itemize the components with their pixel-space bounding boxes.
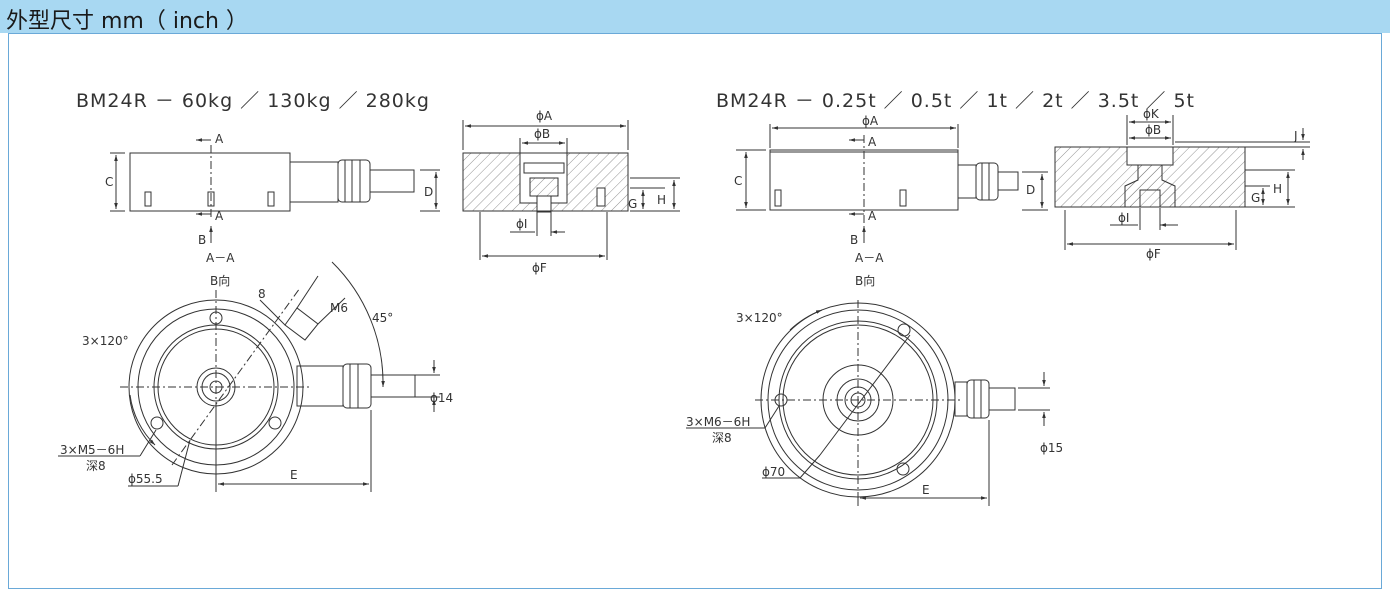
left-tap-depth: 深8 — [86, 459, 106, 473]
left-dim-g: G — [628, 197, 637, 211]
left-dim-e: E — [290, 468, 298, 482]
left-view-b-dir: B向 — [210, 273, 230, 288]
right-dim-phi70: ϕ70 — [762, 465, 785, 479]
right-bolt-circle: 3×120° — [736, 311, 783, 325]
section-header: 外型尺寸 mm（ inch ） — [0, 0, 1390, 34]
left-dim-phi-f: ϕF — [532, 261, 547, 275]
right-dim-phi-k: ϕK — [1143, 107, 1160, 121]
right-drawing-title: BM24R － 0.25t ／ 0.5t ／ 1t ／ 2t ／ 3.5t ／ … — [716, 90, 1195, 112]
right-dim-d: D — [1026, 183, 1035, 197]
right-dim-phi-f: ϕF — [1146, 247, 1161, 261]
drawing-panel — [8, 33, 1382, 589]
left-tap-holes: 3×M5－6H — [60, 443, 124, 457]
right-section-mark-bottom: A — [868, 209, 877, 223]
right-dim-h: H — [1273, 182, 1282, 196]
right-dim-g: G — [1251, 191, 1260, 205]
right-dim-phi-b: ϕB — [1145, 123, 1161, 137]
right-side-view — [736, 124, 1048, 243]
left-dim-d: D — [424, 185, 433, 199]
right-dim-c: C — [734, 174, 742, 188]
left-dim-c: C — [105, 175, 113, 189]
left-section-mark-top: A — [215, 132, 224, 146]
right-view-b-label: B — [850, 233, 858, 247]
right-dim-phi15: ϕ15 — [1040, 441, 1063, 455]
left-bottom-view — [58, 261, 440, 492]
left-dim-phi-i: ϕI — [516, 217, 527, 231]
right-section-view — [1054, 115, 1310, 250]
right-tap-depth: 深8 — [712, 431, 732, 445]
left-dim-phi555: ϕ55.5 — [128, 472, 163, 486]
left-dim-h: H — [657, 193, 666, 207]
left-angle-45: 45° — [372, 311, 393, 325]
left-dim-m6: M6 — [330, 301, 348, 315]
right-tap-holes: 3×M6－6H — [686, 415, 750, 429]
left-dim-phi-a: ϕA — [536, 109, 553, 123]
left-dim-phi-b: ϕB — [534, 127, 550, 141]
left-bolt-circle: 3×120° — [82, 334, 129, 348]
left-section-view — [462, 120, 680, 260]
section-title: 外型尺寸 mm（ inch ） — [6, 9, 248, 34]
right-section-mark-top: A — [868, 135, 877, 149]
right-dim-e: E — [922, 483, 930, 497]
left-dim-phi14: ϕ14 — [430, 391, 453, 405]
left-view-b-label: B — [198, 233, 206, 247]
right-dim-phi-i: ϕI — [1118, 211, 1129, 225]
right-dim-phi-a: ϕA — [862, 114, 879, 128]
right-dim-j: J — [1293, 129, 1298, 143]
left-dim-8: 8 — [258, 287, 266, 301]
left-section-mark-bottom: A — [215, 209, 224, 223]
right-view-b-dir: B向 — [855, 273, 875, 288]
left-section-aa: A－A — [206, 251, 235, 265]
left-side-view — [110, 138, 440, 243]
left-drawing-title: BM24R － 60kg ／ 130kg ／ 280kg — [76, 90, 430, 112]
right-section-aa: A－A — [855, 251, 884, 265]
right-bottom-view — [686, 300, 1050, 506]
